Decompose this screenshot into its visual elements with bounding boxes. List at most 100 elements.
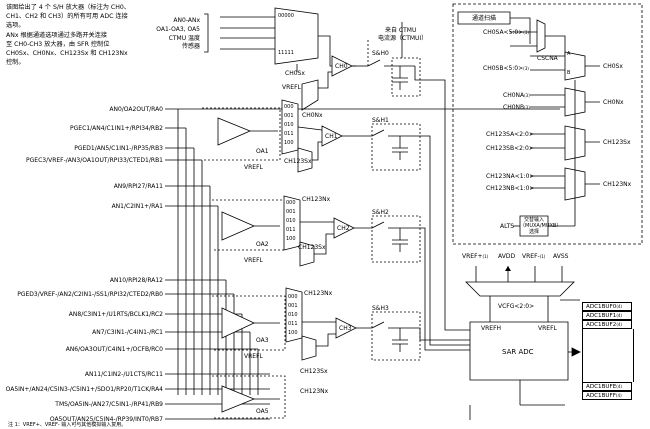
- mux-code: 000: [284, 104, 294, 110]
- description-note: 该图给出了 4 个 S/H 放大器（标注为 CH0、 CH1、CH2 和 CH3…: [6, 3, 166, 67]
- adc-buffer: ADC1BUF0(4): [582, 302, 632, 311]
- top-mux-input-label: AN0-ANx: [173, 17, 200, 24]
- vref-label: VREFL: [244, 257, 263, 264]
- mux-code: 010: [288, 312, 298, 318]
- mux-code: 010: [286, 218, 296, 224]
- opamp-label: OA5: [256, 408, 269, 415]
- mux-port-a: A: [567, 51, 571, 57]
- ch2-sel-n-label: CH123Nx: [304, 290, 333, 297]
- top-mux-select-label: CH0Sx: [285, 70, 305, 77]
- top-mux-shape: [274, 7, 319, 65]
- avss-label: AVSS: [553, 253, 569, 260]
- adc-buffer: ADC1BUF2(4): [582, 320, 632, 329]
- sh1-label: S&H1: [372, 117, 389, 124]
- cscna-label: CSCNA: [537, 55, 558, 62]
- ch0na-label: CH0NA(3): [503, 92, 530, 99]
- pin-label: PGEC3/VREF-/AN3/OA1OUT/RPI33/CTED1/RB1: [26, 157, 163, 164]
- pin-label: AN10/RPI28/RA12: [109, 277, 163, 284]
- ch3-amp-shape: [335, 317, 357, 339]
- sh0-label: S&H0: [372, 50, 389, 57]
- control-panel-border: [452, 3, 643, 245]
- pin-label: PGEC1/AN4/C1IN1+/RPI34/RB2: [70, 125, 163, 132]
- sh3-label: S&H3: [372, 305, 389, 312]
- ch1-sel-n-label: CH123Nx: [302, 196, 331, 203]
- mux-code: 000: [288, 294, 298, 300]
- ch123nb-label: CH123NB<1:0>: [486, 185, 535, 192]
- ch1-amp-shape: [321, 125, 343, 147]
- mux-code: 00000: [278, 13, 294, 19]
- ch123nx-label: CH123Nx: [603, 181, 632, 188]
- note-line: 控制。: [6, 59, 25, 67]
- pin-label: OA5IN+/AN24/C5IN3-/C5IN1+/SDO1/RP20/T1CK…: [5, 386, 163, 393]
- sh2-label: S&H2: [372, 209, 389, 216]
- ch2-n-mux: [299, 241, 315, 267]
- ch3-n-mux: [301, 335, 317, 361]
- ch123sa-label: CH123SA<2:0>: [486, 131, 534, 138]
- pin-label: TMS/OA5IN-/AN27/C5IN1-/RP41/RB9: [55, 401, 163, 408]
- pin-label: AN1/C2IN1+/RA1: [111, 203, 163, 210]
- ctmu-label: 电流源（CTMUI）: [378, 35, 428, 42]
- ch1-n-mux: [297, 147, 313, 173]
- note-line: ANx 根据通道选项通过多路开关连接: [6, 31, 108, 39]
- ch0sa-label: CH0SA<5:0>(3): [483, 29, 529, 36]
- note-line: 该图给出了 4 个 S/H 放大器（标注为 CH0、: [6, 4, 130, 11]
- ch2-sel-s-label: CH123Sx: [298, 244, 326, 251]
- vref-label: VREFL: [244, 164, 263, 171]
- top-mux-input-label: CTMU 温度: [168, 35, 200, 42]
- mux-code: 100: [288, 330, 298, 336]
- top-mux-input-label: 传感器: [181, 43, 200, 50]
- pin-label: AN11/C1IN2-/U1CTS/RC11: [84, 371, 163, 378]
- ch0-amp-label: CH0: [335, 63, 348, 70]
- pin-label: AN7/C3IN1-/C4IN1-/RC1: [92, 329, 163, 336]
- pin-label: OA5OUT/AN25/C5IN4-/RP39/INT0/RB7: [49, 416, 163, 423]
- pin-label: PGED3/VREF-/AN2/C2IN1-/SS1/RPI32/CTED2/R…: [17, 291, 163, 298]
- adc-buffer: ADC1BUFF(4): [582, 391, 632, 400]
- ch123sx-label: CH123Sx: [603, 139, 631, 146]
- oa5-shape: [221, 385, 256, 413]
- ch3-amp-label: CH3: [339, 325, 352, 332]
- ch3-sel-s-label: CH123Sx: [300, 368, 328, 375]
- opamp-label: OA1: [256, 148, 269, 155]
- mux-code: 011: [286, 227, 296, 233]
- note-line: 至 CH0-CH3 放大器，由 SFR 控制位: [6, 40, 110, 48]
- alts-label: ALTS: [500, 223, 515, 230]
- ch0sb-label: CH0SB<5:0>(3): [483, 65, 529, 72]
- vref-minus-label: VREF-(1): [522, 253, 546, 260]
- buffer-gap: [582, 329, 634, 382]
- ch0-amp-shape: [331, 55, 353, 77]
- opamp-label: OA2: [256, 241, 269, 248]
- oa2-shape: [221, 211, 255, 241]
- vrefl-label: VREFL: [538, 325, 557, 332]
- ch0nx-label: CH0Nx: [302, 112, 323, 119]
- mux-code: 100: [286, 236, 296, 242]
- ctmu-label: 来自 CTMU: [385, 27, 417, 34]
- vref-label: VREFL: [244, 353, 263, 360]
- sar-adc-label: SAR ADC: [502, 348, 534, 356]
- mux-port-b: B: [567, 70, 571, 76]
- vref-label: VREFL: [282, 84, 301, 91]
- oa1-shape: [217, 117, 252, 146]
- ch2-amp-shape: [333, 217, 355, 239]
- mux-code: 001: [286, 209, 296, 215]
- vref-mux: [465, 281, 575, 297]
- vrefh-label: VREFH: [481, 325, 502, 332]
- oa3-shape: [221, 307, 255, 339]
- mux-code: 100: [284, 140, 294, 146]
- adc-buffer: ADC1BUFE(4): [582, 382, 632, 391]
- vcfg-label: VCFG<2:0>: [498, 303, 535, 310]
- pin-label: AN0/OA2OUT/RA0: [109, 106, 163, 113]
- top-mux-input-label: OA1-OA3, OA5: [156, 26, 200, 33]
- channel-scan-label: 通道扫描: [471, 15, 496, 22]
- pin-label: AN9/RPI27/RA11: [113, 183, 163, 190]
- mux-code: 011: [284, 131, 294, 137]
- mux-code: 001: [284, 113, 294, 119]
- opamp-label: OA3: [256, 337, 269, 344]
- vref-plus-label: VREF+(1): [462, 253, 489, 260]
- avdd-label: AVDD: [498, 253, 516, 260]
- ch3-sel-n-label: CH123Nx: [300, 388, 329, 395]
- mux-code: 010: [284, 122, 294, 128]
- ch123na-label: CH123NA<1:0>: [486, 173, 535, 180]
- mux-code: 011: [288, 321, 298, 327]
- mux-code: 001: [288, 303, 298, 309]
